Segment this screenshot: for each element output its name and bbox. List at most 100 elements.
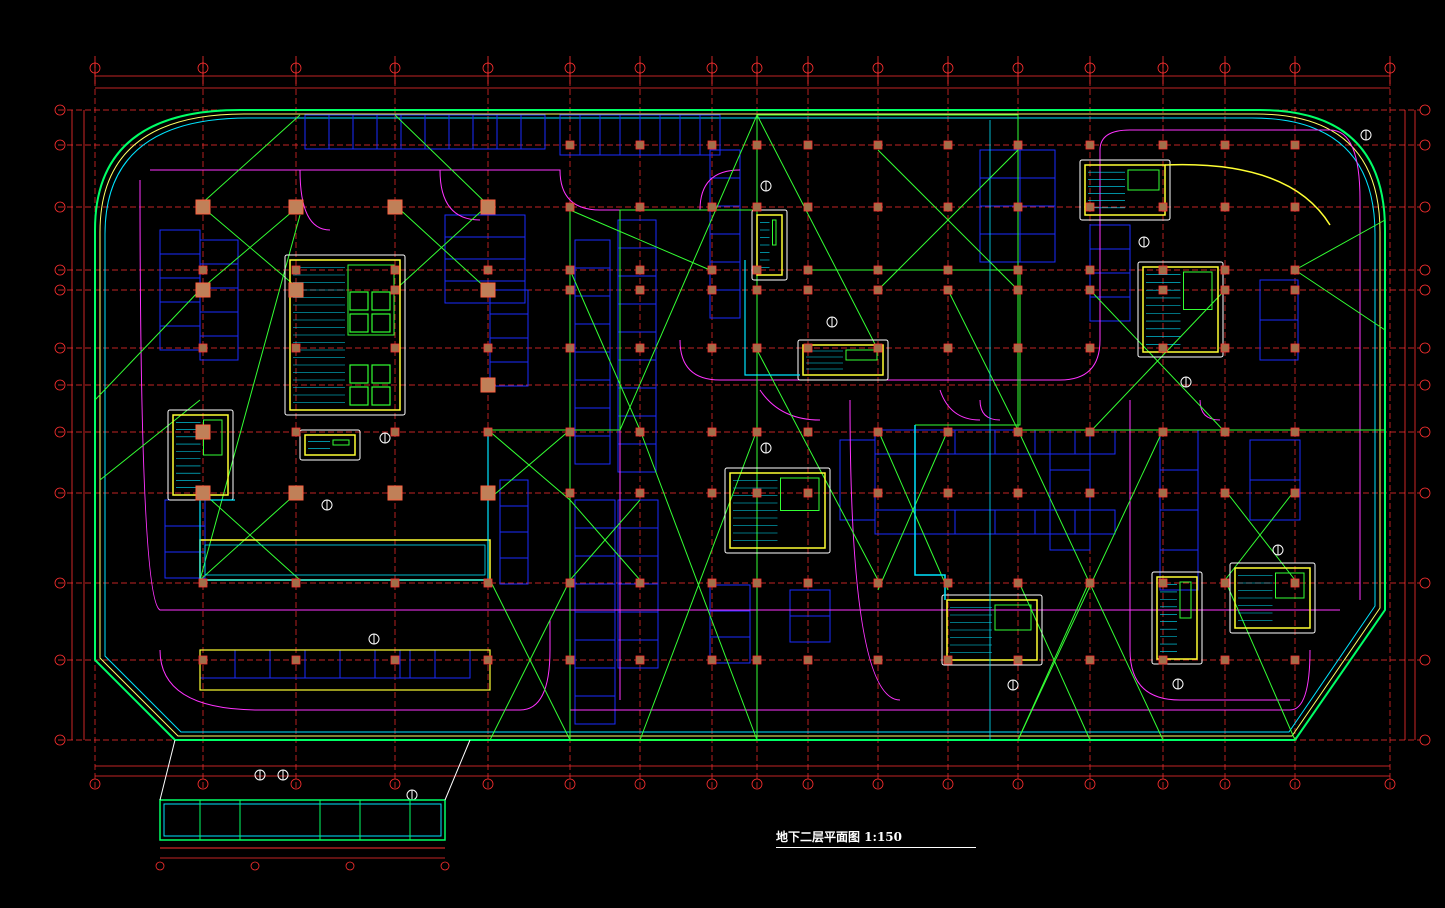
column — [803, 285, 813, 295]
column — [390, 285, 400, 295]
elevator-shaft — [1127, 169, 1160, 191]
parking-stall — [1159, 549, 1199, 591]
axis-bubble-top — [872, 62, 884, 74]
axis-bubble-bottom — [1219, 778, 1231, 790]
core-outline — [284, 254, 406, 416]
column — [291, 427, 301, 437]
large-column — [387, 199, 403, 215]
axis-bubble-right — [1419, 379, 1431, 391]
parking-stall — [304, 114, 330, 150]
axis-bubble-left — [54, 342, 66, 354]
parking-stall — [709, 233, 741, 263]
column — [390, 655, 400, 665]
diagonal-line — [199, 489, 301, 581]
column — [635, 427, 645, 437]
column — [752, 578, 762, 588]
column — [390, 265, 400, 275]
parking-stall — [499, 505, 529, 533]
parking-stall — [328, 114, 354, 150]
axis-bubble-top — [290, 62, 302, 74]
column — [752, 285, 762, 295]
column — [291, 578, 301, 588]
parking-stall — [574, 555, 616, 585]
column — [1085, 427, 1095, 437]
stair-cores — [167, 120, 1331, 740]
axis-bubble-top — [89, 62, 101, 74]
axis-bubble-left — [54, 487, 66, 499]
column — [565, 488, 575, 498]
parking-stall — [489, 337, 529, 363]
diagonal-line — [1294, 219, 1386, 271]
parking-stall — [164, 499, 206, 527]
diagonal-line — [199, 114, 301, 206]
column — [1290, 343, 1300, 353]
column — [635, 202, 645, 212]
parking-stall — [1089, 224, 1131, 250]
elevator-shaft — [780, 477, 820, 511]
elevator-cab — [349, 364, 369, 384]
axis-bubble-bottom — [942, 778, 954, 790]
diagonal-line — [394, 204, 489, 291]
parking-stall — [1019, 205, 1056, 235]
parking-stall — [1249, 479, 1301, 521]
diagonal-line — [639, 429, 758, 741]
column — [1158, 427, 1168, 437]
axis-bubble-top — [564, 62, 576, 74]
axis-bubble-top — [634, 62, 646, 74]
parking-stall — [1259, 319, 1299, 361]
core-outline — [1151, 571, 1203, 665]
column — [565, 285, 575, 295]
column — [291, 343, 301, 353]
driving-lanes — [139, 129, 1361, 711]
elevator-cab — [371, 313, 391, 333]
large-column — [480, 485, 496, 501]
parking-stall — [1249, 439, 1301, 481]
parking-stall — [574, 295, 611, 325]
axis-bubble-detail — [250, 861, 260, 871]
parking-stall — [574, 267, 611, 297]
parking-stall — [489, 289, 529, 315]
column — [1158, 285, 1168, 295]
axis-bubble-right — [1419, 426, 1431, 438]
axis-bubble-top — [389, 62, 401, 74]
column — [1220, 343, 1230, 353]
cyan-wall — [914, 425, 946, 600]
column — [1220, 140, 1230, 150]
large-column — [288, 199, 304, 215]
column — [198, 265, 208, 275]
elevator-shaft — [1179, 581, 1192, 619]
core-outline — [1137, 261, 1224, 358]
large-column — [387, 485, 403, 501]
diagonal-line — [877, 149, 1019, 291]
column — [752, 488, 762, 498]
parking-stall — [499, 531, 529, 559]
axis-bubble-detail — [345, 861, 355, 871]
column — [390, 427, 400, 437]
diagonal-line — [756, 114, 879, 351]
column — [803, 265, 813, 275]
parking-stall — [339, 649, 376, 679]
core-wall — [1142, 266, 1219, 353]
diagonal-line — [99, 399, 201, 481]
column — [1085, 140, 1095, 150]
diagonal-line — [569, 209, 711, 271]
large-column — [288, 485, 304, 501]
column — [1085, 343, 1095, 353]
column — [1220, 427, 1230, 437]
column — [1085, 488, 1095, 498]
parking-stall — [574, 639, 616, 669]
parking-stall — [472, 114, 498, 150]
axis-bubble-bottom — [564, 778, 576, 790]
axis-bubble-top — [751, 62, 763, 74]
core-outline — [299, 429, 361, 461]
column — [803, 578, 813, 588]
parking-stall — [914, 509, 956, 535]
column — [873, 427, 883, 437]
parking-stall — [617, 611, 659, 641]
elevator-shaft — [347, 264, 395, 336]
parking-stall — [1089, 296, 1131, 322]
axis-bubble-right — [1419, 487, 1431, 499]
parking-stall — [1019, 177, 1056, 207]
